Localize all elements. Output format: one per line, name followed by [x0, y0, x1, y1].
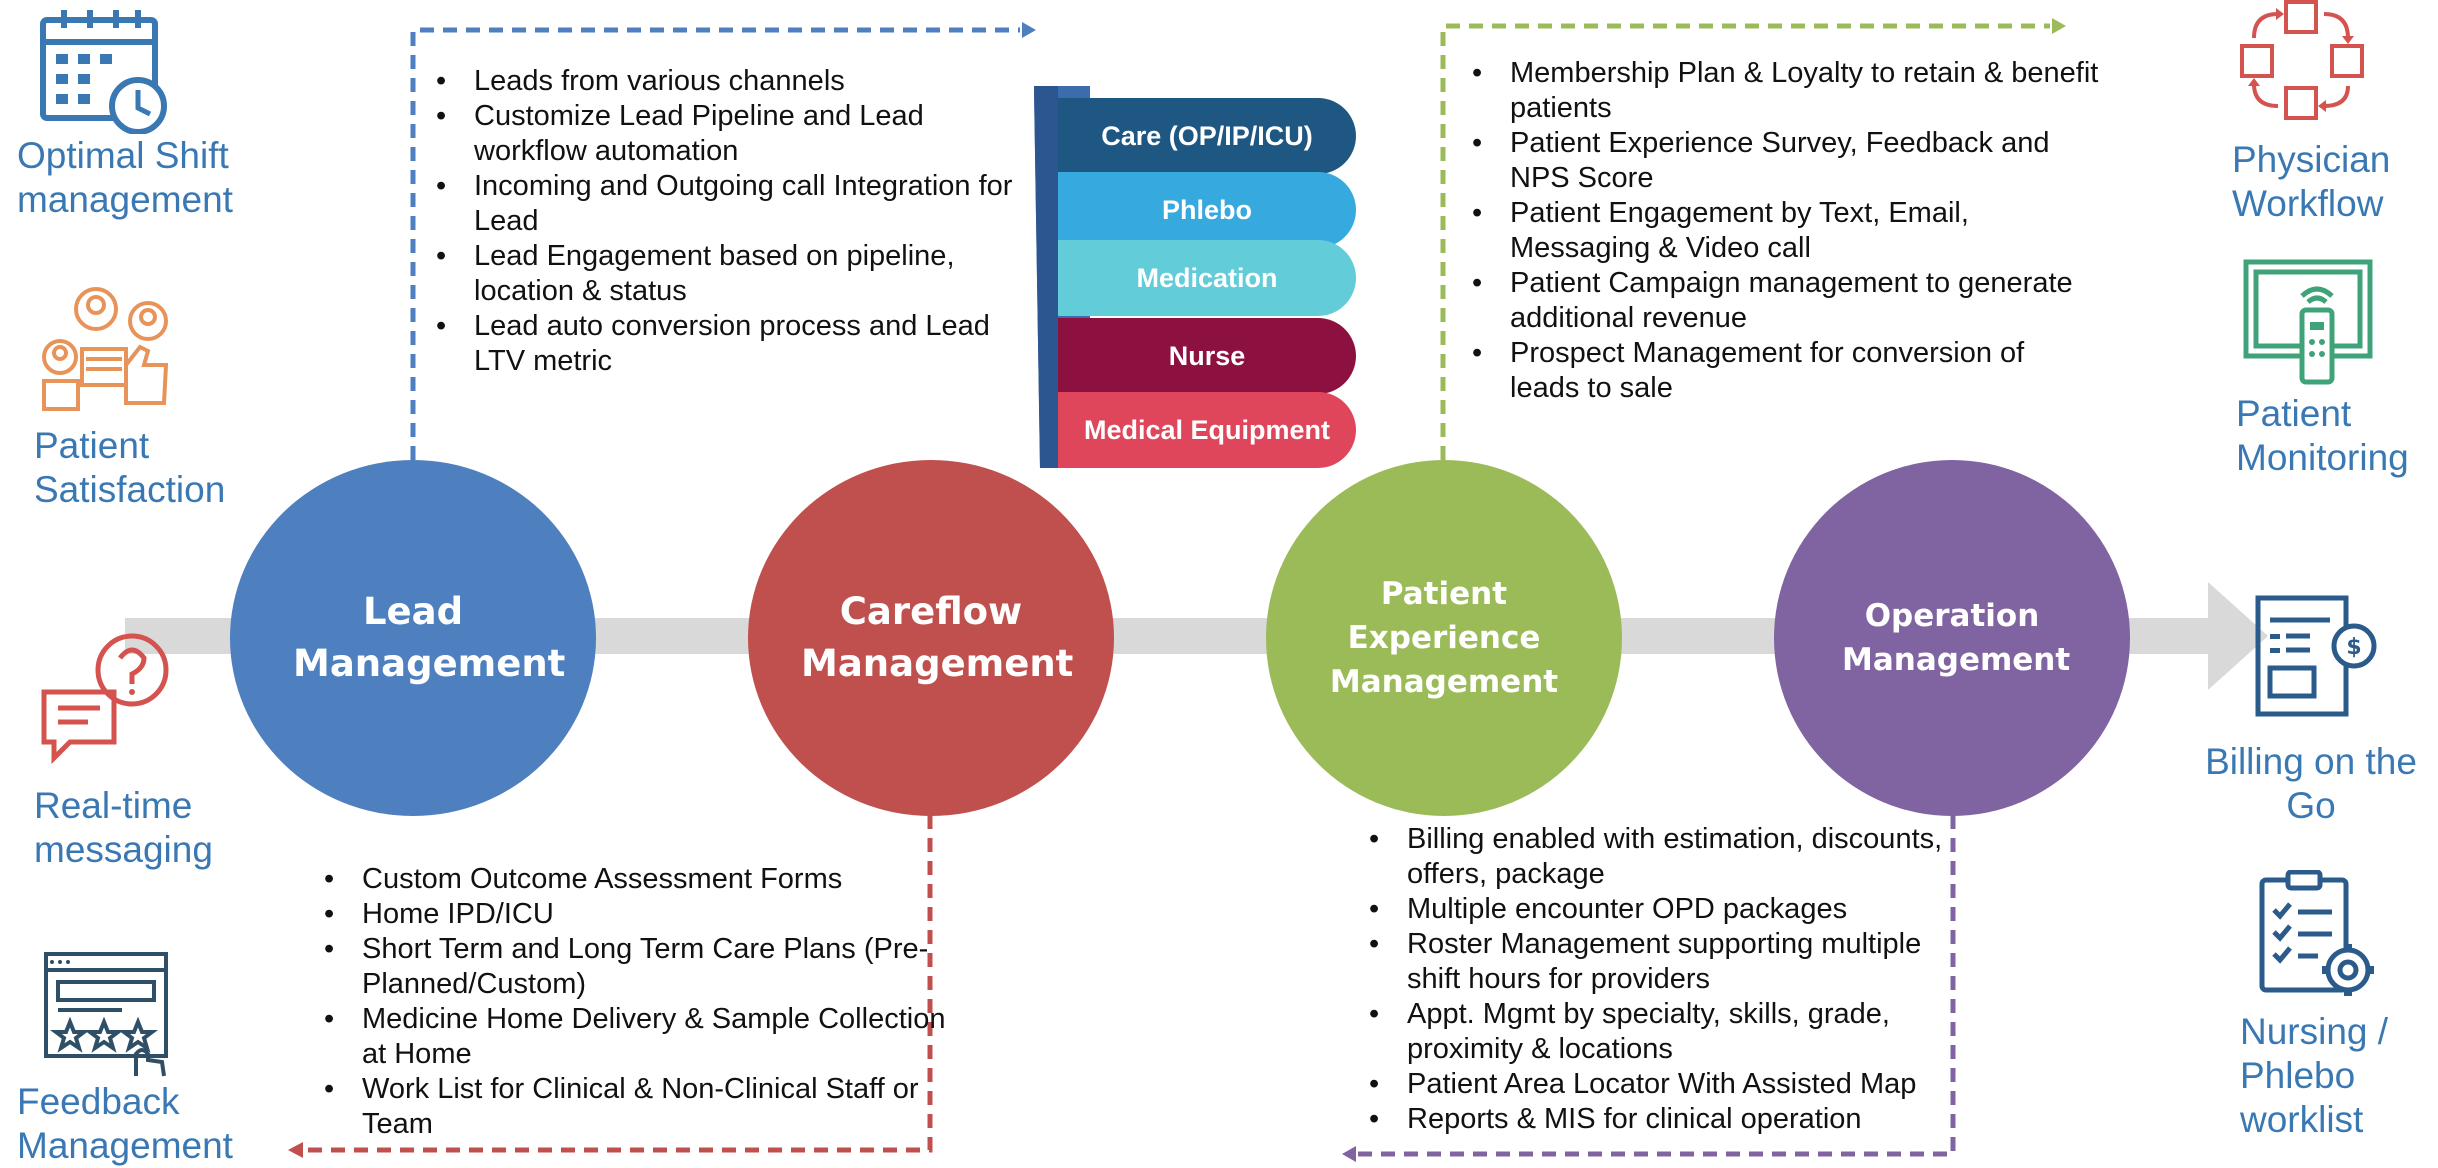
list-item: Membership Plan & Loyalty to retain & be…	[1472, 56, 2100, 126]
feature-label-patient-monitoring: Patient Monitoring	[2236, 393, 2409, 478]
stage-title: Operation Management	[1842, 598, 2071, 678]
lead-feature-list: Leads from various channels Customize Le…	[430, 64, 1014, 379]
stage-patient-experience-management: Patient Experience Management	[1266, 460, 1622, 816]
feature-label-feedback-management: Feedback Management	[17, 1081, 233, 1166]
experience-connector	[1440, 23, 2050, 460]
care-tab-nurse: Nurse	[1058, 318, 1356, 394]
list-item: Billing enabled with estimation, discoun…	[1369, 822, 1967, 892]
care-tab-medication: Medication	[1058, 240, 1356, 316]
list-item: Short Term and Long Term Care Plans (Pre…	[324, 932, 962, 1002]
rating-form-icon	[44, 952, 168, 1077]
stage-lead-management: Lead Management	[230, 460, 596, 816]
timeline-arrow-head	[2208, 582, 2268, 690]
care-tab-medical-equipment: Medical Equipment	[1058, 392, 1356, 468]
list-item: Reports & MIS for clinical operation	[1369, 1102, 1967, 1137]
feature-label-physician-workflow: Physician Workflow	[2232, 139, 2391, 224]
stage-title: Careflow Management	[801, 590, 1074, 685]
list-item: Appt. Mgmt by specialty, skills, grade, …	[1369, 997, 1967, 1067]
experience-connector-arrowhead	[2052, 18, 2066, 34]
feature-label-billing-on-the-go: Billing on the Go	[2205, 741, 2417, 826]
care-tab-label: Medication	[1136, 262, 1278, 293]
careflow-connector	[305, 815, 933, 1153]
list-item: Home IPD/ICU	[324, 897, 962, 932]
workflow-cycle-icon	[2240, 0, 2364, 120]
feature-label-optimal-shift: Optimal Shift management	[17, 135, 233, 220]
operation-connector-arrowhead	[1342, 1146, 1356, 1162]
care-tab-label: Medical Equipment	[1083, 414, 1331, 445]
list-item: Roster Management supporting multiple sh…	[1369, 927, 1967, 997]
care-tab-label: Care (OP/IP/ICU)	[1101, 120, 1313, 151]
list-item: Multiple encounter OPD packages	[1369, 892, 1967, 927]
care-tab-label: Nurse	[1168, 340, 1246, 371]
stage-title: Patient Experience Management	[1329, 576, 1559, 700]
list-item: Custom Outcome Assessment Forms	[324, 862, 962, 897]
list-item: Medicine Home Delivery & Sample Collecti…	[324, 1002, 962, 1072]
feature-label-nursing-phlebo-worklist: Nursing / Phlebo worklist	[2240, 1011, 2389, 1140]
operation-feature-list: Billing enabled with estimation, discoun…	[1363, 822, 1967, 1137]
care-tab-phlebo: Phlebo	[1058, 172, 1356, 248]
feature-label-real-time-messaging: Real-time messaging	[34, 785, 213, 870]
experience-feature-list: Membership Plan & Loyalty to retain & be…	[1466, 56, 2100, 406]
operation-connector	[1355, 815, 1956, 1157]
careflow-connector-arrowhead	[288, 1142, 303, 1158]
people-thumbs-up-icon	[42, 287, 169, 411]
list-item: Patient Campaign management to generate …	[1472, 266, 2100, 336]
care-tab-label: Phlebo	[1161, 194, 1252, 225]
chat-question-icon	[41, 633, 169, 764]
care-tab-care: Care (OP/IP/ICU)	[1058, 98, 1356, 174]
list-item: Incoming and Outgoing call Integration f…	[436, 169, 1014, 239]
list-item: Customize Lead Pipeline and Lead workflo…	[436, 99, 1014, 169]
lead-connector	[410, 27, 1020, 460]
stage-title: Lead Management	[293, 590, 566, 685]
list-item: Leads from various channels	[436, 64, 1014, 99]
feature-label-patient-satisfaction: Patient Satisfaction	[34, 425, 226, 510]
list-item: Patient Experience Survey, Feedback and …	[1472, 126, 2100, 196]
svg-text:$: $	[2346, 635, 2361, 660]
list-item: Lead Engagement based on pipeline, locat…	[436, 239, 1014, 309]
calendar-clock-icon	[40, 10, 167, 134]
list-item: Work List for Clinical & Non-Clinical St…	[324, 1072, 962, 1142]
checklist-gear-icon	[2259, 870, 2374, 996]
invoice-dollar-icon: $	[2255, 595, 2377, 717]
list-item: Prospect Management for conversion of le…	[1472, 336, 2100, 406]
list-item: Patient Area Locator With Assisted Map	[1369, 1067, 1967, 1102]
list-item: Patient Engagement by Text, Email, Messa…	[1472, 196, 2100, 266]
list-item: Lead auto conversion process and Lead LT…	[436, 309, 1014, 379]
lead-connector-arrowhead	[1022, 22, 1036, 38]
careflow-feature-list: Custom Outcome Assessment Forms Home IPD…	[318, 862, 962, 1142]
stage-operation-management: Operation Management	[1774, 460, 2130, 816]
remote-monitor-icon	[2243, 259, 2373, 385]
stage-careflow-management: Careflow Management	[748, 460, 1114, 816]
